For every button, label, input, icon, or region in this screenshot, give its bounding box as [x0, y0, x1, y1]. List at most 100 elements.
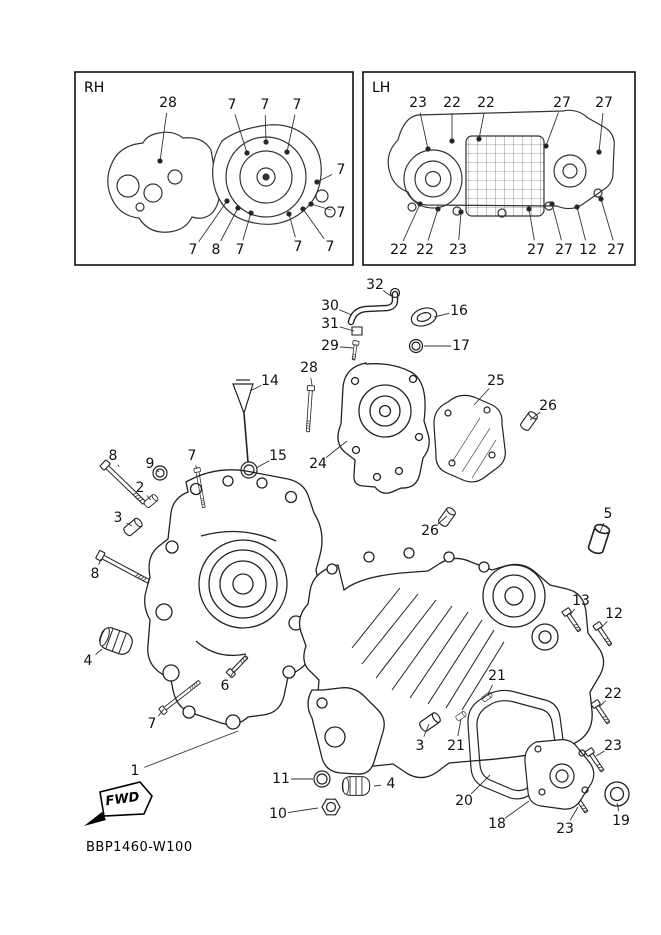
inset-lh-label: LH	[372, 80, 391, 96]
leader-line	[159, 112, 168, 162]
bolt-8-lower	[95, 549, 152, 586]
cover-24	[337, 362, 430, 494]
gasket-25	[433, 394, 506, 483]
crankcase-right	[298, 547, 605, 779]
leader-line	[600, 198, 614, 241]
callout-dot	[284, 149, 290, 155]
plug-10	[321, 798, 341, 816]
callout-dot	[286, 211, 292, 217]
leader-line	[598, 700, 606, 708]
leader-line	[504, 800, 530, 819]
leader-line	[286, 114, 296, 153]
leader-line	[382, 290, 392, 297]
callout-dot	[314, 179, 320, 185]
leader-line	[310, 377, 313, 386]
leader-line	[302, 208, 325, 240]
leader-line	[325, 440, 348, 459]
leader-line	[423, 723, 430, 737]
callout-dot	[596, 149, 602, 155]
leader-line	[242, 212, 252, 241]
callout-dot	[224, 198, 230, 204]
callout-dot	[235, 205, 241, 211]
leader-line	[473, 388, 490, 406]
leader-line	[569, 608, 576, 616]
inset-rh-label: RH	[84, 80, 105, 96]
oring-11	[313, 770, 331, 788]
callout-dot	[549, 201, 555, 207]
leader-line	[310, 203, 332, 211]
inset-rh-drawing	[107, 124, 336, 233]
leader-line	[95, 648, 103, 655]
leader-line	[576, 206, 586, 241]
bolt-8-upper	[99, 459, 148, 507]
clamp-32	[389, 287, 401, 299]
leader-line	[146, 495, 152, 501]
leader-line	[458, 211, 462, 241]
leader-line	[126, 522, 133, 527]
leader-line	[157, 470, 160, 473]
dowel-26b	[436, 505, 458, 529]
seal-19	[604, 781, 630, 807]
callout-dot	[417, 201, 423, 207]
oring-17	[408, 338, 424, 354]
leader-line	[470, 774, 491, 795]
inset-lh-drawing	[387, 109, 615, 218]
leader-line	[195, 465, 198, 470]
leader-line	[249, 385, 262, 392]
leader-line	[339, 326, 355, 332]
leader-lines	[95, 112, 620, 821]
leader-line	[339, 309, 353, 316]
leader-line	[402, 203, 421, 242]
leader-line	[229, 670, 235, 678]
leader-line	[339, 346, 354, 349]
leader-line	[98, 558, 102, 565]
callout-dot	[543, 143, 549, 149]
leader-line	[551, 203, 562, 241]
dowel-2	[142, 493, 160, 509]
bearing-4-left	[96, 624, 136, 658]
leader-line	[234, 114, 248, 154]
leader-line	[255, 460, 270, 469]
bearing-4-right	[341, 776, 371, 796]
leader-line	[264, 114, 267, 143]
callout-dot	[157, 158, 163, 164]
part-code: BBP1460-W100	[86, 840, 193, 855]
seal-9	[152, 465, 168, 481]
plug-5	[586, 522, 612, 556]
leader-line	[457, 718, 462, 737]
leader-line	[373, 784, 382, 787]
leader-line	[288, 213, 296, 238]
leader-line	[220, 207, 239, 242]
leader-line	[528, 208, 535, 241]
leader-line	[599, 522, 605, 533]
fwd-flag: FWD	[84, 781, 153, 826]
leader-line	[287, 807, 319, 813]
joint-31	[351, 326, 363, 336]
leader-line	[198, 200, 228, 243]
callout-dot	[526, 206, 532, 212]
dowel-26a	[518, 409, 540, 433]
callout-dot	[476, 136, 482, 142]
cap-16	[410, 307, 438, 327]
callout-dot	[300, 206, 306, 212]
crankcase-left	[144, 469, 323, 730]
leader-line	[144, 730, 239, 768]
callout-dot	[248, 210, 254, 216]
callout-dot	[435, 206, 441, 212]
fwd-label: FWD	[105, 790, 141, 810]
leader-line	[598, 112, 604, 153]
leader-line	[117, 464, 120, 468]
bolt-29	[350, 340, 360, 361]
leader-line	[157, 708, 165, 717]
leader-line	[316, 174, 333, 183]
callout-dot	[263, 139, 269, 145]
leader-line	[437, 515, 448, 525]
bolt-22	[590, 698, 613, 726]
leader-line	[427, 208, 439, 241]
callout-dot	[425, 146, 431, 152]
callout-dot	[449, 138, 455, 144]
callout-dot	[598, 196, 604, 202]
leader-line	[487, 684, 493, 695]
